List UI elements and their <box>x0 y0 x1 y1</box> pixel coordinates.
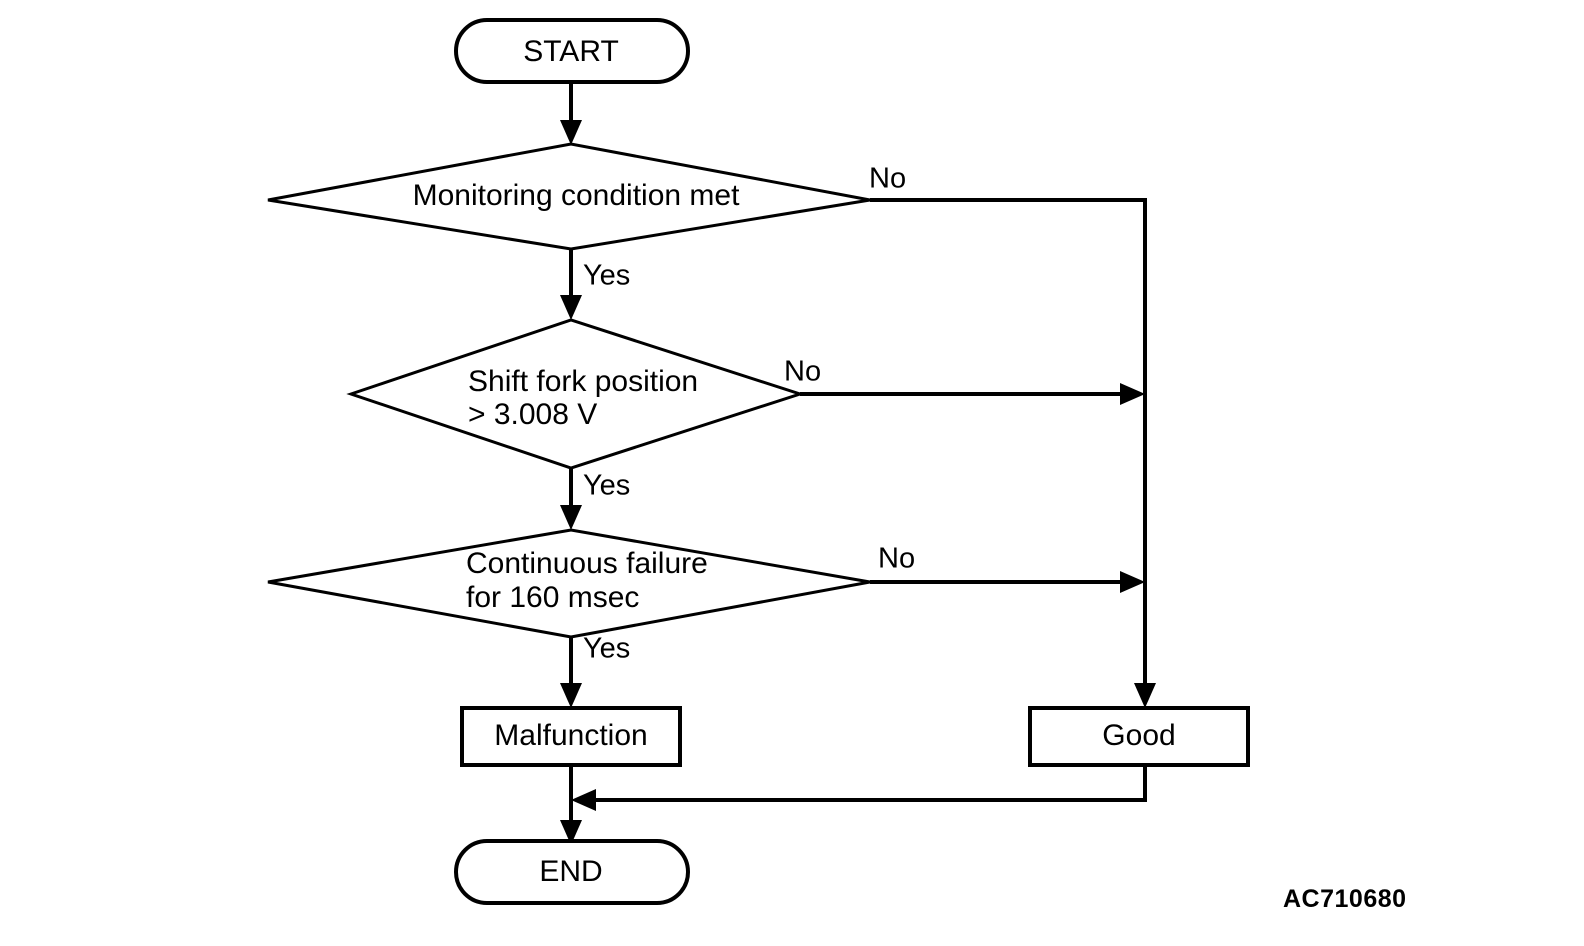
arrowhead-icon <box>571 789 596 811</box>
decision-diamond-shape <box>267 142 871 251</box>
end-label: END <box>539 855 602 888</box>
arrowhead-icon <box>560 120 582 145</box>
arrowhead-icon <box>560 505 582 530</box>
decision-2-label-line1: Shift fork position <box>468 365 698 398</box>
decision-3-label-line2: for 160 msec <box>466 581 639 614</box>
edge-label-d1-no: No <box>869 163 906 195</box>
edge-d2-no-to-trunk <box>800 383 1145 405</box>
arrowhead-icon <box>1120 571 1145 593</box>
edge-label-d3-yes: Yes <box>583 633 630 665</box>
edge-d2-yes-to-d3 <box>560 468 582 530</box>
node-decision-monitoring-condition[interactable]: Monitoring condition met <box>267 142 871 251</box>
decision-1-label: Monitoring condition met <box>413 179 741 212</box>
arrowhead-icon <box>1120 383 1145 405</box>
decision-diamond-shape <box>346 318 805 470</box>
arrowhead-icon <box>1134 683 1156 708</box>
node-good[interactable]: Good <box>1028 706 1250 767</box>
edge-label-d2-yes: Yes <box>583 470 630 502</box>
edge-label-d1-yes: Yes <box>583 260 630 292</box>
edge-d3-yes-to-malfunction <box>560 637 582 708</box>
edge-d1-no-to-trunk <box>870 198 1156 708</box>
malfunction-box-shape <box>460 706 682 767</box>
node-malfunction[interactable]: Malfunction <box>460 706 682 767</box>
end-terminator-shape <box>454 839 690 905</box>
edge-d1-yes-to-d2 <box>560 250 582 320</box>
malfunction-label: Malfunction <box>494 719 647 752</box>
figure-code-label: AC710680 <box>1283 885 1407 913</box>
start-label: START <box>523 35 619 68</box>
edge-start-to-d1 <box>560 82 582 145</box>
node-start[interactable]: START <box>454 18 690 84</box>
edge-good-to-end-merge <box>571 765 1147 811</box>
start-terminator-shape <box>454 18 690 84</box>
edge-label-d2-no: No <box>784 356 821 388</box>
node-decision-shift-fork-position[interactable]: Shift fork position > 3.008 V <box>346 318 805 470</box>
edge-label-d3-no: No <box>878 543 915 575</box>
arrowhead-icon <box>560 683 582 708</box>
edge-malfunction-to-end <box>560 765 582 845</box>
decision-3-label-line1: Continuous failure <box>466 547 708 580</box>
arrowhead-icon <box>560 820 582 845</box>
arrowhead-icon <box>560 295 582 320</box>
decision-diamond-shape <box>267 528 871 639</box>
good-box-shape <box>1028 706 1250 767</box>
node-end[interactable]: END <box>454 839 690 905</box>
good-label: Good <box>1102 719 1175 752</box>
decision-2-label-line2: > 3.008 V <box>468 398 597 431</box>
node-layer: START Monitoring condition met Shift for… <box>267 18 1250 905</box>
connector-layer <box>560 82 1156 845</box>
edge-d3-no-to-trunk <box>870 571 1145 593</box>
edge-label-layer: No Yes No Yes No Yes <box>583 163 915 665</box>
node-decision-continuous-failure[interactable]: Continuous failure for 160 msec <box>267 528 871 639</box>
